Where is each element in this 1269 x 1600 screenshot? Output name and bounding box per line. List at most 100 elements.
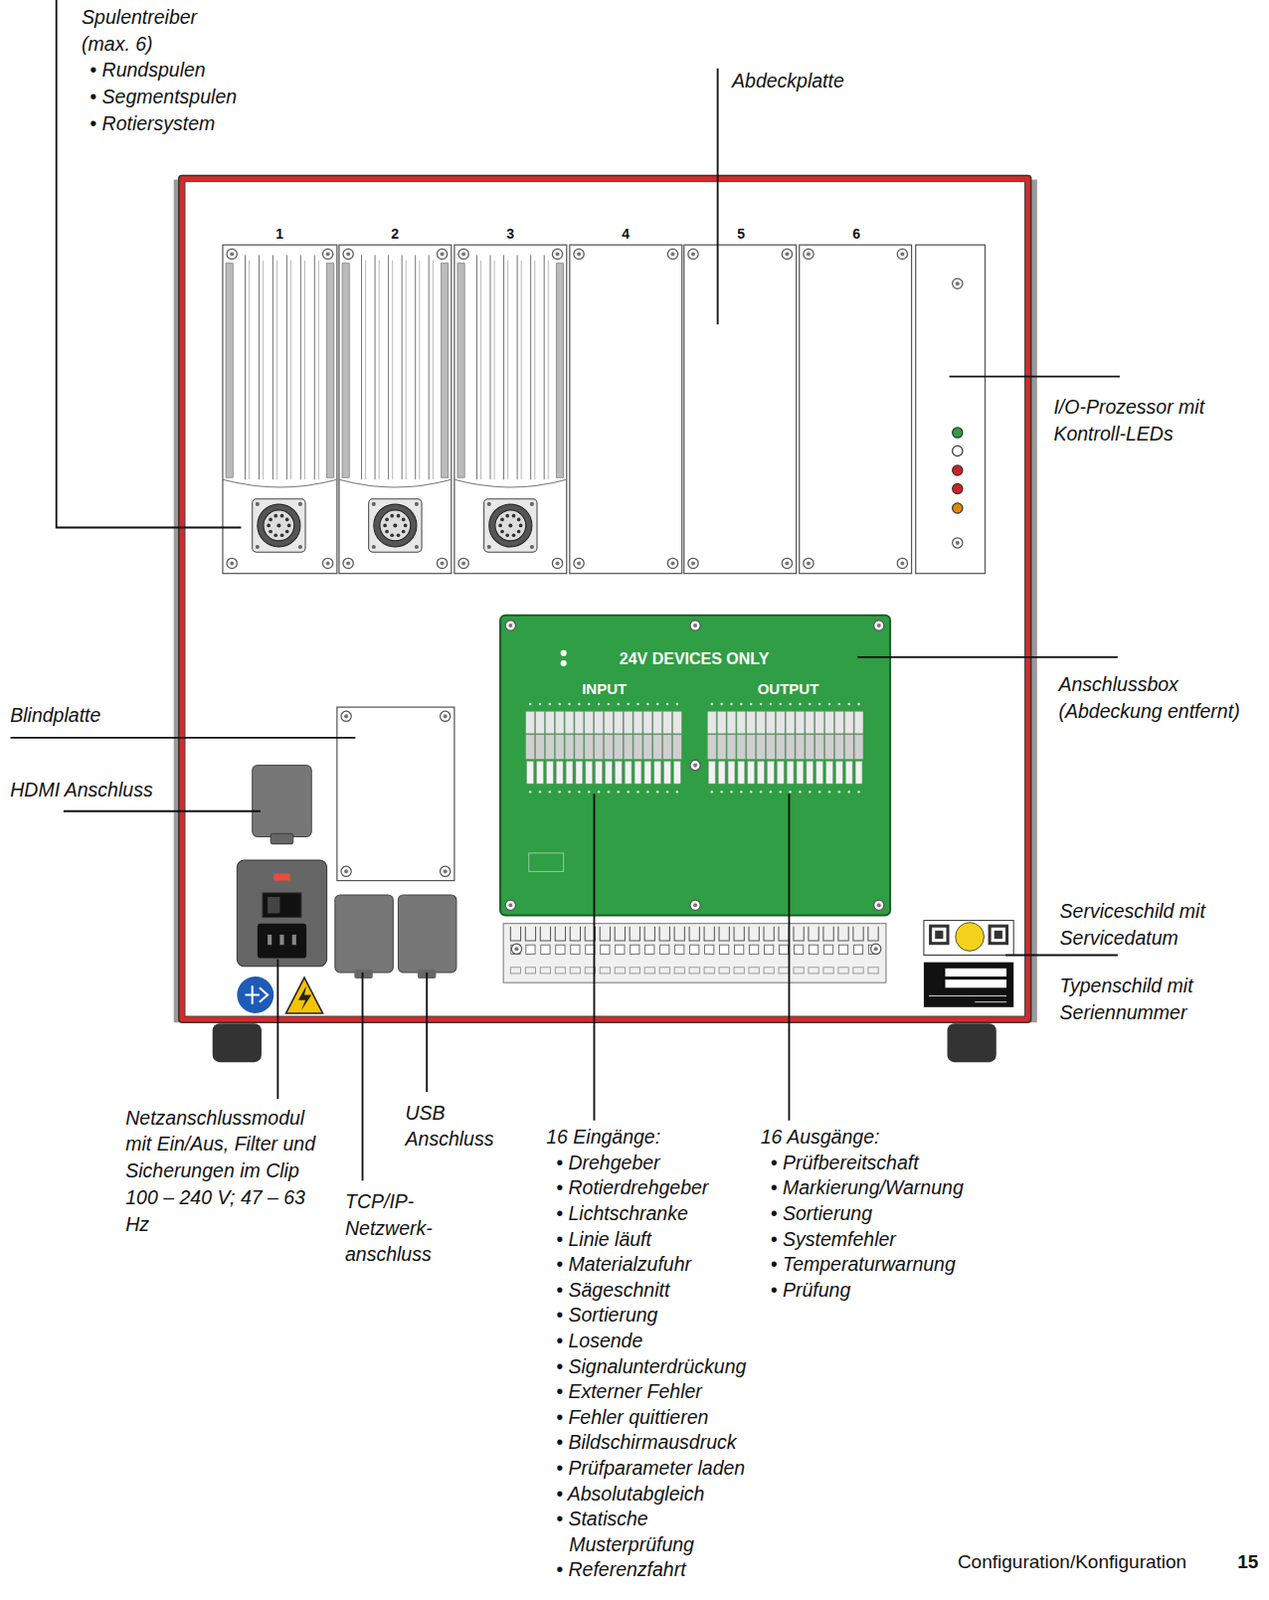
flange-screw	[530, 502, 535, 507]
leader-line	[1005, 954, 1118, 957]
terminal	[757, 761, 765, 785]
screw-head	[344, 869, 349, 874]
pin-number-mark	[557, 790, 560, 793]
pin-number-mark	[636, 703, 639, 706]
service-sticker	[955, 922, 985, 952]
terminal	[624, 761, 632, 785]
heatsink-fin	[391, 260, 393, 481]
callout-label: I/O-Prozessor mit Kontroll-LEDs	[1053, 393, 1238, 447]
connector-insert	[495, 510, 527, 542]
terminal	[663, 734, 673, 760]
slot-panel	[569, 244, 683, 573]
terminal	[726, 711, 736, 734]
strip-opening	[541, 944, 550, 954]
list-item: • Sägeschnitt	[555, 1277, 755, 1304]
terminal	[726, 734, 736, 760]
screw-head	[346, 560, 351, 565]
screw	[803, 557, 814, 568]
terminal	[653, 734, 663, 760]
io-processor	[915, 244, 986, 573]
strip-opening	[749, 944, 759, 954]
strip-clamp	[808, 926, 819, 941]
power-socket	[257, 923, 307, 959]
type-plate-field	[944, 968, 1007, 977]
strip-clamp	[838, 926, 849, 941]
screw-head	[900, 251, 905, 256]
socket-pin	[267, 934, 272, 945]
qr-code	[994, 930, 1003, 939]
leader-line	[276, 959, 279, 1100]
screw	[690, 620, 701, 631]
slot-number: 3	[490, 224, 532, 243]
control-led	[952, 465, 963, 476]
terminal	[854, 711, 864, 734]
pin-number-mark	[808, 790, 811, 793]
list-item: • Externer Fehler	[555, 1379, 755, 1406]
usb-cap	[397, 895, 456, 973]
strip-clamp	[793, 926, 804, 941]
screw	[505, 900, 516, 910]
terminal	[594, 711, 604, 734]
screw	[323, 557, 334, 568]
flange-screw	[414, 502, 419, 507]
list-item: • Signalunterdrückung	[555, 1354, 755, 1381]
heatsink-fin	[300, 255, 302, 481]
screw	[343, 248, 354, 259]
screw	[874, 620, 885, 631]
strip-opening	[705, 944, 715, 954]
pin-number-mark	[676, 703, 679, 706]
list-item: • Fehler quittieren	[555, 1405, 755, 1432]
list-item: • Statische Musterprüfung	[555, 1506, 755, 1558]
connection-box	[500, 615, 891, 916]
connector-pin	[505, 514, 510, 519]
screw-head	[670, 251, 675, 256]
connector-pin	[500, 518, 505, 523]
pin-number-mark	[626, 703, 629, 706]
connector-pin	[403, 524, 408, 529]
terminal	[737, 761, 745, 785]
board-marking	[529, 853, 564, 872]
pin-number-mark	[557, 703, 560, 706]
callout-label: TCP/IP- Netzwerk- anschluss	[345, 1188, 448, 1269]
terminal	[717, 711, 726, 734]
strip-slot	[748, 967, 759, 974]
heatsink-fin	[361, 255, 363, 481]
terminal	[585, 761, 593, 785]
pin-number-mark	[617, 703, 620, 706]
type-plate	[923, 962, 1014, 1008]
status-led	[560, 650, 567, 657]
type-plate-field	[944, 979, 1007, 988]
callout-label: • Segmentspulen	[89, 83, 294, 111]
rear-panel	[184, 181, 1026, 1017]
pin-number-mark	[607, 703, 610, 706]
pin-number-mark	[711, 790, 714, 793]
connector-pin	[389, 514, 394, 519]
terminal	[815, 734, 825, 760]
screw	[573, 248, 584, 259]
callout-label: Blindplatte	[9, 702, 214, 729]
strip-slot	[659, 967, 670, 974]
pin-number-mark	[828, 703, 831, 706]
terminal	[746, 711, 756, 734]
pin-number-mark	[749, 703, 752, 706]
terminal	[736, 711, 746, 734]
coil-driver	[454, 244, 567, 573]
connector-pin	[396, 514, 401, 519]
connector-pin	[498, 524, 503, 529]
terminal	[845, 761, 853, 785]
screw-head	[691, 251, 696, 256]
heatsink-fin	[521, 260, 523, 481]
pin-number-mark	[656, 703, 659, 706]
screw-head	[877, 903, 882, 907]
leader-line	[10, 736, 357, 739]
screw-head	[440, 251, 445, 256]
screw-head	[344, 714, 349, 719]
strip-slot	[778, 967, 789, 974]
strip-clamp	[689, 926, 700, 941]
strip-slot	[525, 967, 536, 974]
screw	[551, 557, 562, 568]
callout-label: USB Anschluss	[405, 1099, 509, 1153]
strip-clamp	[823, 926, 834, 941]
pin-number-mark	[577, 790, 580, 793]
